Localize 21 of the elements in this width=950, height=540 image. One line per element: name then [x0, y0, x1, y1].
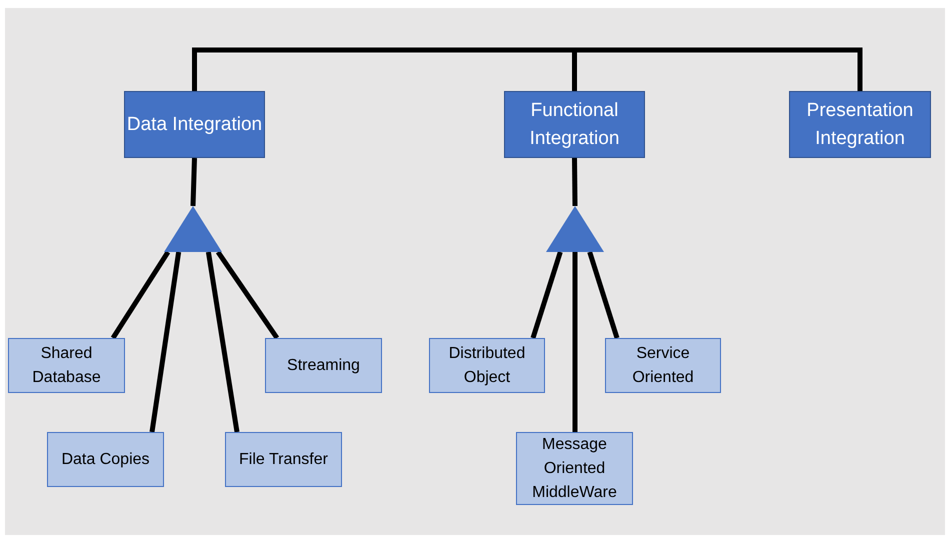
- process-box: Data Copies: [47, 432, 164, 487]
- process-box: Streaming: [265, 338, 382, 393]
- triangle-shape: [546, 206, 604, 252]
- connector-line: [110, 250, 170, 340]
- connector-line: [572, 252, 578, 432]
- triangle-shape: [164, 206, 222, 252]
- process-box: File Transfer: [225, 432, 342, 487]
- connector-line: [587, 251, 620, 339]
- connector-line: [190, 158, 197, 206]
- process-box: Presentation Integration: [789, 91, 931, 158]
- connector-line: [530, 251, 563, 339]
- connector-line: [216, 250, 280, 340]
- connector-line: [572, 158, 578, 206]
- process-box: Service Oriented: [605, 338, 721, 393]
- process-box: Data Integration: [124, 91, 265, 158]
- process-box: Message Oriented MiddleWare: [516, 432, 633, 505]
- process-box: Shared Database: [8, 338, 125, 393]
- connector-line: [206, 252, 240, 432]
- process-box: Distributed Object: [429, 338, 545, 393]
- process-box: Functional Integration: [504, 91, 645, 158]
- connector-line: [150, 252, 182, 432]
